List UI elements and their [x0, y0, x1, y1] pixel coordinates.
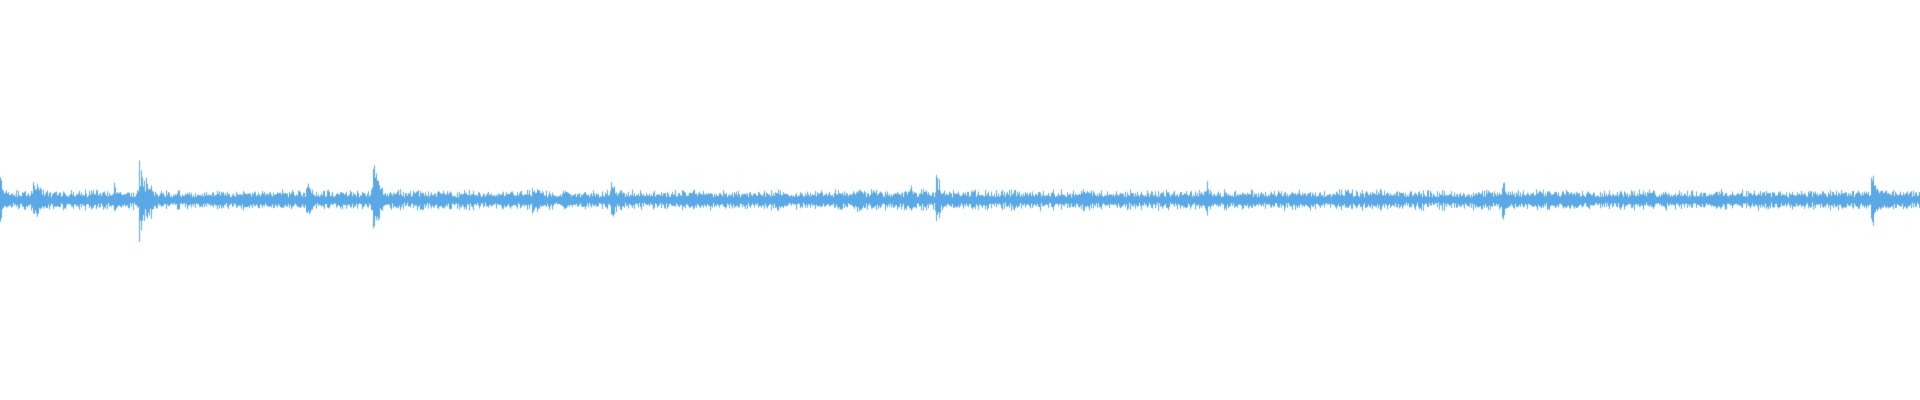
audio-waveform[interactable] [0, 0, 1920, 400]
